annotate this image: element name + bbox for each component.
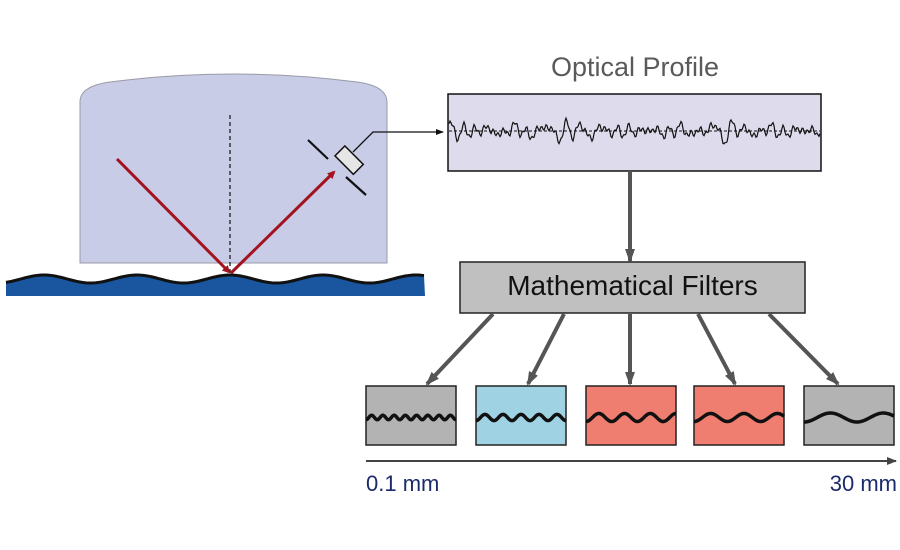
filtered-waveform <box>365 413 457 422</box>
detector-icon <box>307 139 367 196</box>
measurement-chamber <box>79 73 388 264</box>
filtered-waveform <box>585 411 677 424</box>
filter-arrow-5 <box>767 312 840 386</box>
mathematical-filters-block <box>459 261 806 314</box>
optical-profile-title: Optical Profile <box>550 52 720 82</box>
filter-arrow-2 <box>526 313 566 386</box>
filter-output-box-fine-scale <box>475 385 567 446</box>
reflected-beam <box>229 170 336 275</box>
filter-output-group <box>365 385 895 446</box>
profile-signal-trace <box>448 116 821 145</box>
filter-output-box-long-scale <box>803 385 895 446</box>
filter-arrow-1 <box>425 312 495 386</box>
filtered-waveform <box>803 411 895 424</box>
mathematical-filters-label: Mathematical Filters <box>507 270 758 301</box>
incident-beam <box>115 157 231 274</box>
filtered-waveform <box>693 411 786 424</box>
filtered-waveform <box>475 412 567 423</box>
filter-arrow-4 <box>696 313 737 386</box>
filter-output-box-medium-long-scale <box>693 385 786 446</box>
surface-profile-line <box>5 273 425 285</box>
filter-output-arrows <box>425 312 840 386</box>
filter-output-box-finest-scale <box>365 385 457 446</box>
optical-profile-panel <box>447 93 822 172</box>
scale-max-label: 30 mm <box>829 471 897 496</box>
filter-output-box-medium-scale <box>585 385 677 446</box>
signal-connector-arrow <box>352 129 444 153</box>
scale-min-label: 0.1 mm <box>366 471 440 496</box>
